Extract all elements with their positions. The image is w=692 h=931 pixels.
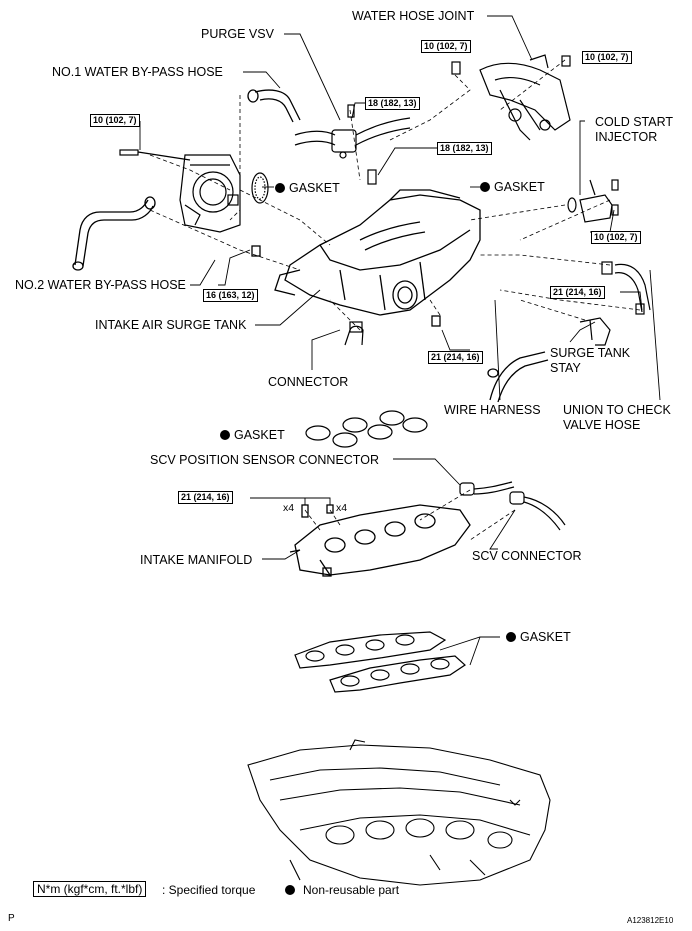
label-union-to-check: UNION TO CHECK [563,403,671,417]
label-intake-air-surge-tank: INTAKE AIR SURGE TANK [95,318,247,332]
label-x4-left: x4 [283,502,295,514]
torque-box: 16 (163, 12) [203,289,258,302]
no2-water-bypass-hose-part [72,196,156,271]
torque-box: 10 (102, 7) [90,114,140,127]
surge-tank-stay-part [579,317,611,346]
label-no2-water-bypass-hose: NO.2 WATER BY-PASS HOSE [15,278,186,292]
non-reusable-dot [506,632,516,642]
page-letter: P [8,913,15,924]
label-gasket-1: GASKET [275,181,340,195]
intake-manifold-part [289,504,471,577]
non-reusable-dot [480,182,490,192]
label-injector: INJECTOR [595,130,658,144]
label-scv-position-sensor-connector: SCV POSITION SENSOR CONNECTOR [150,453,379,467]
torque-box: 21 (214, 16) [178,491,233,504]
non-reusable-dot [275,183,285,193]
scv-connector-part [509,491,566,531]
no1-water-bypass-hose-part [247,89,301,123]
torque-box: 21 (214, 16) [428,351,483,364]
throttle-gasket-part [251,172,269,204]
cold-start-injector-part [567,179,619,223]
legend-specified-torque: : Specified torque [162,883,256,897]
label-gasket-3: GASKET [220,428,285,442]
water-hose-joint-part [451,54,571,141]
label-water-hose-joint: WATER HOSE JOINT [352,9,475,23]
purge-vsv-part [294,104,411,185]
union-check-valve-hose-part [601,261,651,315]
label-scv-connector: SCV CONNECTOR [472,549,582,563]
throttle-body-part [119,149,241,233]
label-connector: CONNECTOR [268,375,349,389]
upper-gasket-part [305,410,428,448]
label-gasket-2: GASKET [480,180,545,194]
label-x4-right: x4 [336,502,348,514]
torque-box: 18 (182, 13) [365,97,420,110]
label-purge-vsv: PURGE VSV [201,27,274,41]
label-no1-water-bypass-hose: NO.1 WATER BY-PASS HOSE [52,65,223,79]
torque-box: 21 (214, 16) [550,286,605,299]
surge-tank-part [251,189,481,327]
torque-box: 18 (182, 13) [437,142,492,155]
torque-box: 10 (102, 7) [591,231,641,244]
legend-torque-unit: N*m (kgf*cm, ft.*lbf) [33,881,147,897]
label-cold-start: COLD START [595,115,674,129]
label-gasket-4: GASKET [506,630,571,644]
torque-box: 10 (102, 7) [582,51,632,64]
label-intake-manifold: INTAKE MANIFOLD [140,553,253,567]
lower-gasket-part [294,631,466,693]
legend-non-reusable: Non-reusable part [285,883,399,897]
leader-lines [139,15,661,666]
figure-code: A123812E10 [627,916,674,925]
label-surge-tank: SURGE TANK [550,346,631,360]
wire-harness-part [487,351,549,403]
scv-position-sensor-connector-part [459,481,515,496]
label-wire-harness: WIRE HARNESS [444,403,541,417]
torque-box: 10 (102, 7) [421,40,471,53]
label-stay: STAY [550,361,581,375]
label-valve-hose: VALVE HOSE [563,418,641,432]
non-reusable-dot [285,885,295,895]
connector-part [344,321,364,346]
non-reusable-dot [220,430,230,440]
engine-block-part [247,739,551,886]
